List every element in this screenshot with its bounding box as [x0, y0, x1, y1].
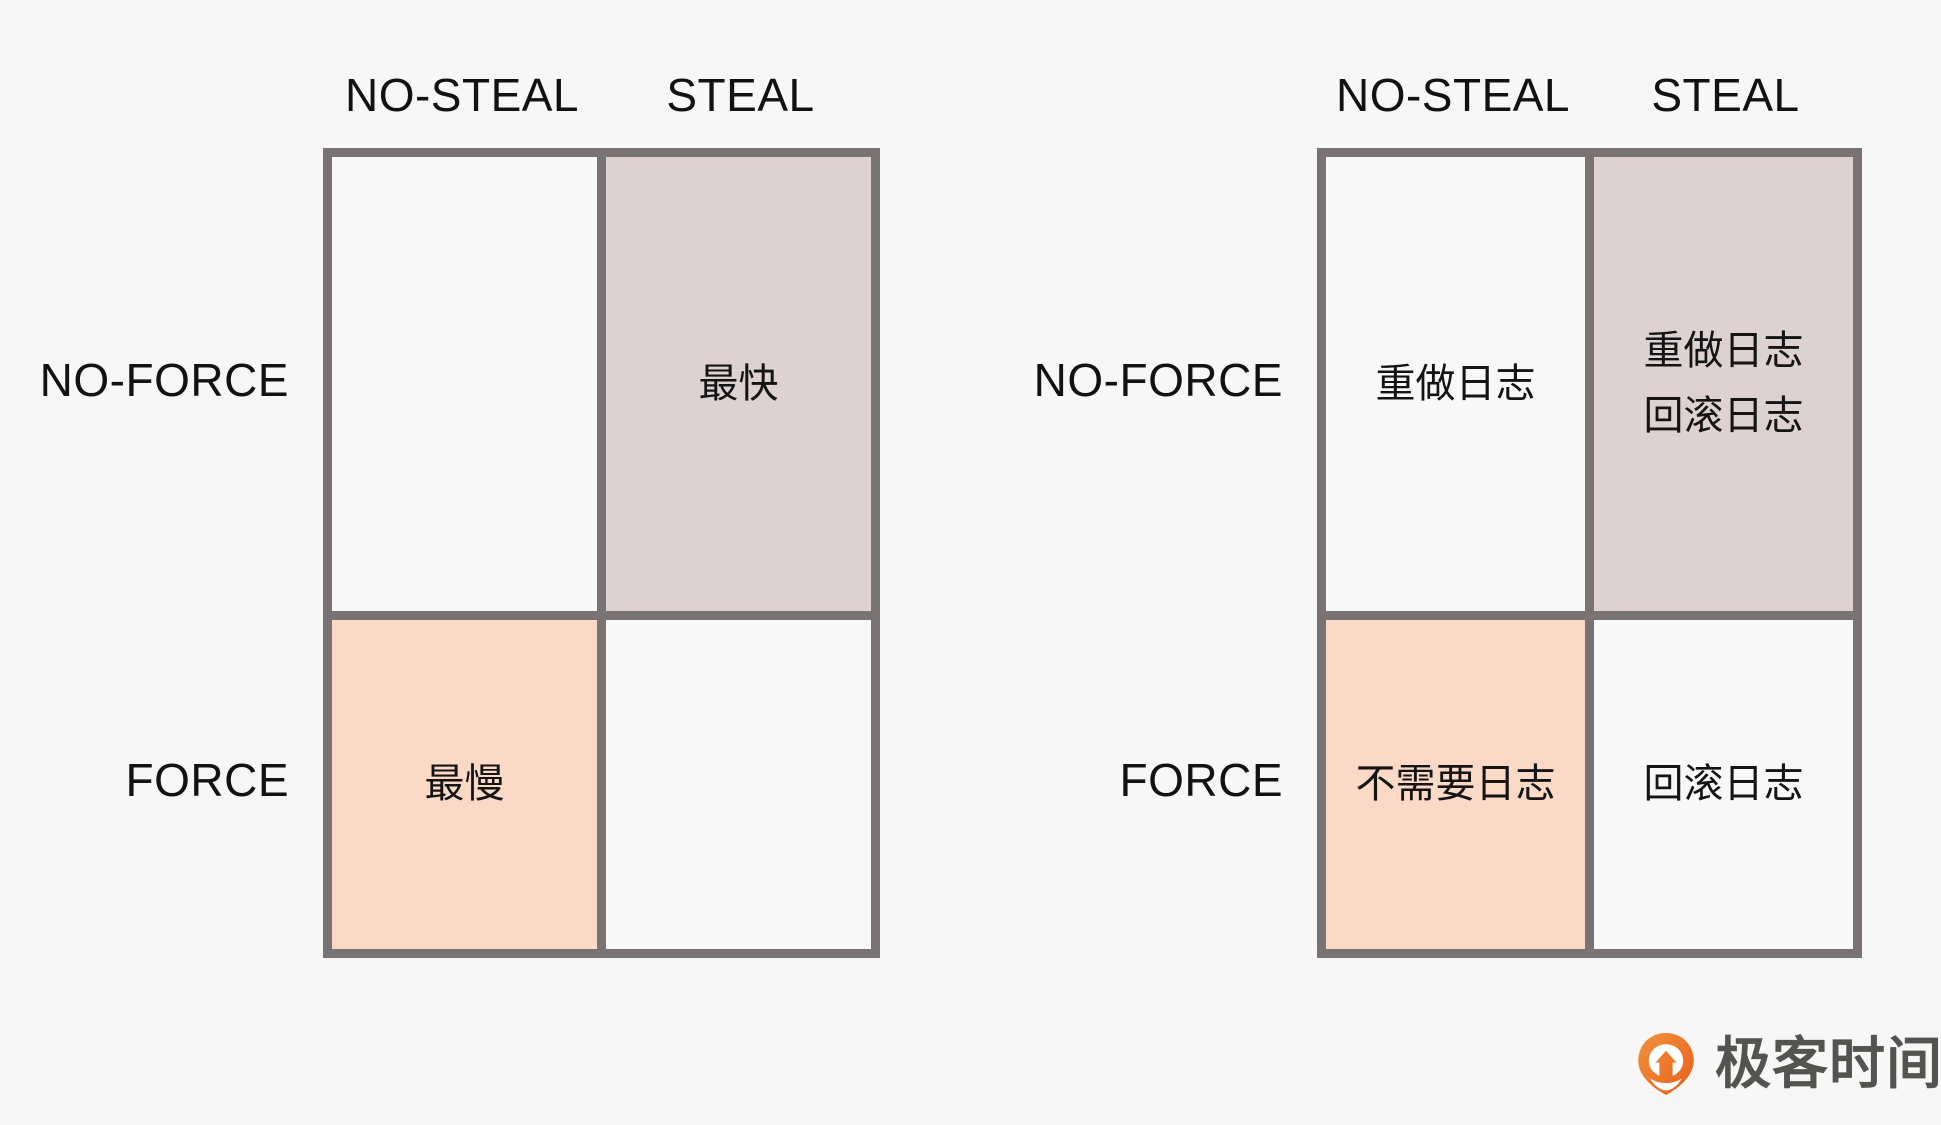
logging-matrix-column-header-row: NO-STEAL STEAL	[1000, 42, 1862, 148]
geektime-pin-icon	[1638, 1032, 1694, 1096]
logging-matrix-grid: 重做日志 重做日志 回滚日志 不需要日志 回滚日志	[1317, 148, 1862, 958]
performance-matrix-col-header-steal: STEAL	[666, 69, 815, 121]
performance-matrix-col-header-no-steal: NO-STEAL	[344, 69, 580, 121]
cell-noforce-steal-performance: 最快	[606, 157, 871, 611]
geektime-logo-text: 极客时间	[1715, 1032, 1941, 1095]
cell-text-line-1: 回滚日志	[1643, 762, 1804, 807]
cell-text: 最慢	[424, 762, 505, 807]
logging-matrix-row-header-force: FORCE	[1119, 754, 1283, 806]
cell-force-steal-performance	[606, 620, 871, 949]
cell-noforce-steal-logging: 重做日志 回滚日志	[1594, 157, 1853, 611]
performance-matrix-row-header-force: FORCE	[125, 754, 289, 806]
cell-text-line-1: 重做日志	[1643, 329, 1804, 374]
performance-matrix-corner-spacer	[0, 42, 323, 148]
logging-matrix-row-header-no-force: NO-FORCE	[1033, 353, 1283, 406]
logging-matrix-col-header-steal: STEAL	[1651, 69, 1800, 121]
logging-matrix: NO-STEAL STEAL NO-FORCE FORCE 重做日志 重做日志 …	[1000, 42, 1862, 958]
logging-matrix-corner-spacer	[1000, 42, 1317, 148]
cell-force-nosteal-logging: 不需要日志	[1326, 620, 1585, 949]
cell-text-line-2: 回滚日志	[1643, 394, 1804, 438]
logging-matrix-col-header-no-steal: NO-STEAL	[1335, 69, 1571, 121]
cell-text-line-1: 不需要日志	[1355, 762, 1556, 807]
performance-matrix-row-headers: NO-FORCE FORCE	[0, 148, 323, 958]
cell-text-line-1: 重做日志	[1375, 361, 1536, 406]
performance-matrix-column-header-row: NO-STEAL STEAL	[0, 42, 880, 148]
performance-matrix-grid: 最快 最慢	[323, 148, 880, 958]
logging-matrix-row-headers: NO-FORCE FORCE	[1000, 148, 1317, 958]
cell-force-nosteal-performance: 最慢	[332, 620, 597, 949]
performance-matrix-body: NO-FORCE FORCE 最快 最慢	[0, 148, 880, 958]
cell-force-steal-logging: 回滚日志	[1594, 620, 1853, 949]
logging-matrix-body: NO-FORCE FORCE 重做日志 重做日志 回滚日志 不需要日志 回滚日志	[1000, 148, 1862, 958]
cell-noforce-nosteal-performance	[332, 157, 597, 611]
performance-matrix-row-header-no-force: NO-FORCE	[39, 353, 289, 406]
cell-noforce-nosteal-logging: 重做日志	[1326, 157, 1585, 611]
cell-text: 最快	[698, 361, 779, 406]
geektime-logo: 极客时间	[1633, 1031, 1941, 1097]
performance-matrix: NO-STEAL STEAL NO-FORCE FORCE 最快 最慢	[0, 42, 880, 958]
